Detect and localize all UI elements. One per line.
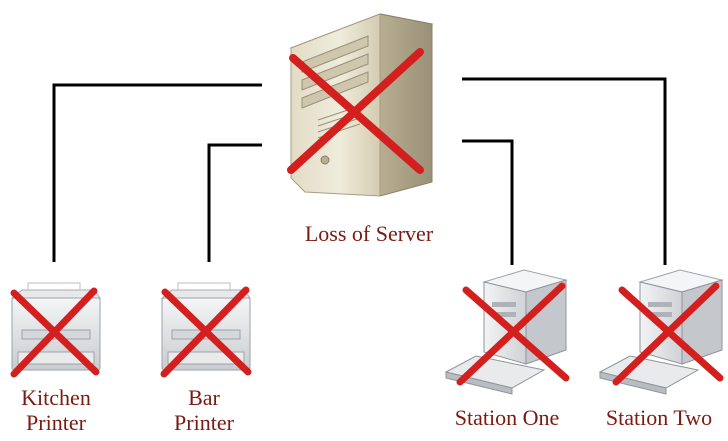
link-server-station-one [462,139,514,265]
station-two-label: Station Two [605,405,713,430]
red-x-cross-icon [456,282,570,386]
bar-printer-label: Bar Printer [150,385,258,435]
link-server-station-two [462,77,667,265]
red-x-cross-icon [160,286,252,378]
kitchen-printer-label-line2: Printer [26,410,86,435]
kitchen-printer-label: Kitchen Printer [0,385,112,435]
kitchen-printer-label-line1: Kitchen [21,385,91,410]
red-x-cross-icon [10,287,100,378]
connection-lines [52,77,667,265]
link-server-kitchen-printer [52,83,262,262]
red-x-cross-icon [612,282,724,386]
server-label: Loss of Server [304,221,434,246]
station-one-label: Station One [454,405,560,430]
bar-printer-label-line2: Printer [174,410,234,435]
link-server-bar-printer [207,143,262,262]
bar-printer-label-line1: Bar [188,385,220,410]
workstation-icon [598,269,724,395]
red-x-cross-icon [287,48,424,174]
